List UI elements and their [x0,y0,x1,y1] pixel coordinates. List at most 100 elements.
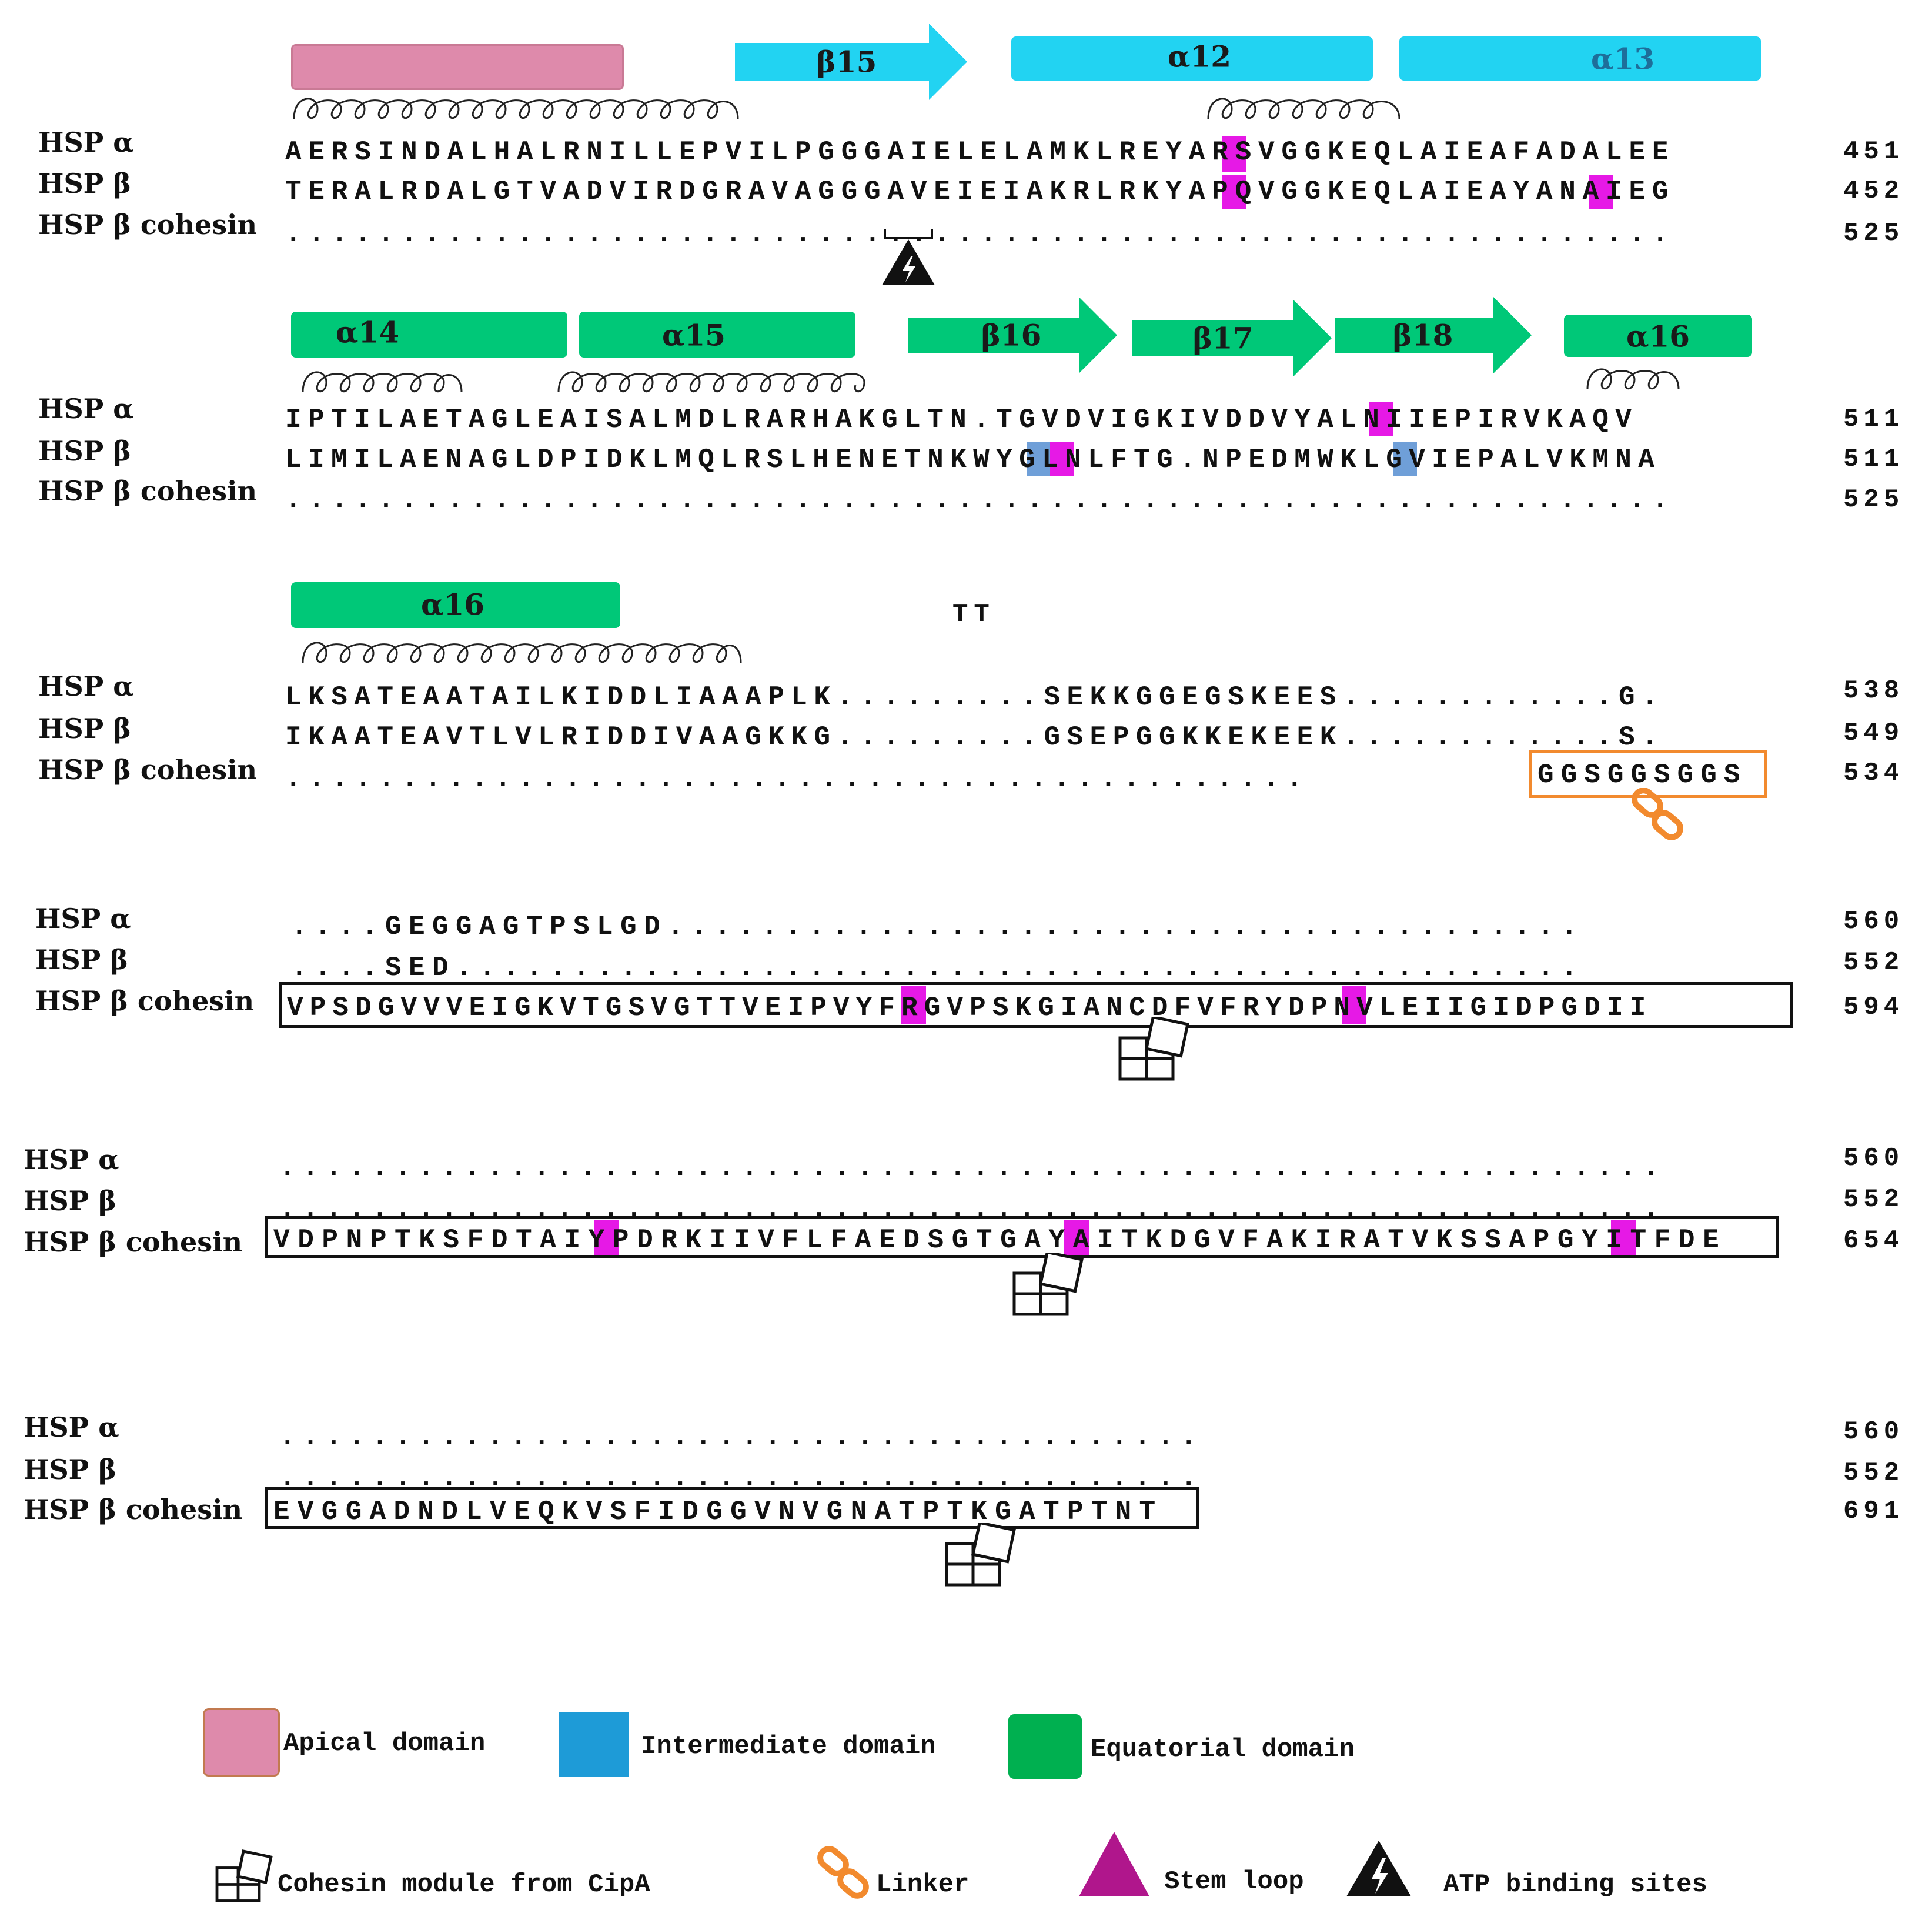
legend-label-stem-loop: Stem loop [1164,1867,1304,1896]
legend-label-equatorial: Equatorial domain [1091,1735,1355,1764]
cohesin-puzzle-icon [1118,1017,1189,1081]
row-label-cohesin: HSP β cohesin [38,209,258,241]
tyrosine-highlight [1050,442,1074,476]
row-label-alpha: HSP α [24,1144,119,1176]
tryptophan-highlight [1027,442,1050,476]
bar-label-b16: β16 [981,318,1042,353]
row-label-beta: HSP β [35,944,128,976]
turn-marker: TT [952,600,995,629]
legend-swatch-intermediate [559,1712,629,1777]
sequence-row: TERALRDALGTVADVIRDGRAVAGGGAVEIEIAKRLRKYA… [285,176,1676,207]
sequence-number: 451 [1843,137,1904,166]
beta15-arrow [735,24,967,100]
cohesin-module-box [279,982,1793,1028]
sequence-number: 594 [1843,993,1904,1022]
row-label-alpha: HSP α [38,126,134,158]
sequence-number: 452 [1843,176,1904,206]
sequence-number: 549 [1843,719,1904,748]
bar-label-a13: α13 [1590,41,1655,76]
tyrosine-highlight [1369,402,1393,436]
row-label-cohesin: HSP β cohesin [24,1494,243,1525]
tryptophan-highlight [1393,442,1417,476]
sequence-row: ....GEGGAGTPSLGD........................… [291,911,1585,942]
beta18-arrow [1335,297,1532,373]
bar-label-b15: β15 [816,44,877,79]
stem-loop-triangle-icon [1079,1832,1149,1896]
bar-label-a16: α16 [420,587,485,622]
cohesin-puzzle-icon [215,1849,273,1902]
alpha15-bar [579,312,855,358]
row-label-cohesin: HSP β cohesin [38,475,258,507]
helix-coil-icon [293,98,739,119]
bar-label-a15: α15 [661,318,726,353]
beta16-arrow [908,297,1117,373]
helix-coil-icon [302,371,463,393]
tyrosine-highlight [1222,175,1246,209]
tyrosine-highlight [1611,1220,1636,1255]
sequence-row: LIMILAENAGLDPIDKLMQLRSLHENETNKWYGLNLFTG.… [285,445,1662,475]
alpha16-bar [1564,315,1752,357]
row-label-beta: HSP β [38,713,131,744]
sequence-number: 511 [1843,405,1904,434]
row-label-beta: HSP β [38,168,131,199]
sequence-number: 534 [1843,759,1904,788]
row-label-beta: HSP β [24,1185,116,1217]
sequence-row: ........................................… [285,763,1310,794]
linker-chain-icon [817,1846,869,1899]
row-label-cohesin: HSP β cohesin [35,985,255,1017]
cohesin-puzzle-icon [945,1523,1016,1587]
sequence-row: AERSINDALHALRNILLEPVILPGGGAIELELAMKLREYA… [285,137,1676,168]
sequence-row: ........................................… [285,219,1676,249]
sequence-row: LKSATEAATAILKIDDLIAAAPLK.........SEKKGGE… [285,682,1665,713]
row-label-cohesin: HSP β cohesin [38,754,258,786]
cohesin-module-box [265,1216,1779,1258]
row-label-alpha: HSP α [38,393,134,425]
sequence-row: IKAATEAVTLVLRIDDIVAAGKKG.........GSEPGGK… [285,722,1665,753]
sequence-number: 560 [1843,1144,1904,1173]
bar-label-a12: α12 [1167,39,1232,74]
sequence-number: 560 [1843,907,1904,936]
tyrosine-highlight [1589,175,1613,209]
sequence-row: ....SED.................................… [291,953,1585,983]
sequence-number: 552 [1843,1458,1904,1488]
sequence-row: ........................................… [279,1194,1666,1224]
sequence-row: EVGGADNDLVEQKVSFIDGGVNVGNATPTKGATPTNT [273,1497,1164,1527]
cohesin-puzzle-icon [1012,1253,1084,1316]
alpha16-bar [291,582,620,628]
sequence-number: 552 [1843,1185,1904,1214]
sequence-row: ........................................… [285,485,1676,516]
helix-coil-icon [1207,98,1400,119]
helix-coil-icon [557,371,865,393]
sequence-row: ........................................ [279,1422,1204,1452]
sequence-row: VDPNPTKSFDTAIYPDRKIIVFLFAEDSGTGAYAITKDGV… [273,1225,1727,1255]
bar-label-b17: β17 [1192,320,1254,356]
linker-sequence: GGSGGSGGS [1537,760,1747,790]
linker-chain-icon [1632,788,1683,840]
cohesin-module-box [265,1487,1199,1529]
sequence-number: 538 [1843,676,1904,706]
row-label-alpha: HSP α [35,903,131,934]
atp-warning-icon [882,229,935,285]
bar-label-a14: α14 [335,315,400,350]
tyrosine-highlight [901,986,926,1024]
tyrosine-highlight [1342,986,1366,1024]
legend-label-linker: Linker [876,1870,970,1899]
tyrosine-highlight [594,1220,619,1255]
row-label-beta: HSP β [38,435,131,467]
legend-label-intermediate: Intermediate domain [641,1732,936,1761]
legend-swatch-apical [203,1708,280,1777]
legend-label-apical: Apical domain [283,1729,486,1758]
sequence-number: 525 [1843,219,1904,248]
row-label-beta: HSP β [24,1454,116,1485]
sequence-number: 654 [1843,1226,1904,1255]
alpha14-bar [291,312,567,358]
bar-label-b18: β18 [1392,318,1453,353]
apical-domain-bar [291,44,624,90]
tyrosine-highlight [1222,136,1246,172]
sequence-number: 560 [1843,1417,1904,1447]
row-label-cohesin: HSP β cohesin [24,1226,243,1258]
bar-label-a16: α16 [1626,319,1690,354]
linker-box [1529,750,1767,798]
sequence-number: 552 [1843,948,1904,977]
sequence-number: 525 [1843,485,1904,515]
